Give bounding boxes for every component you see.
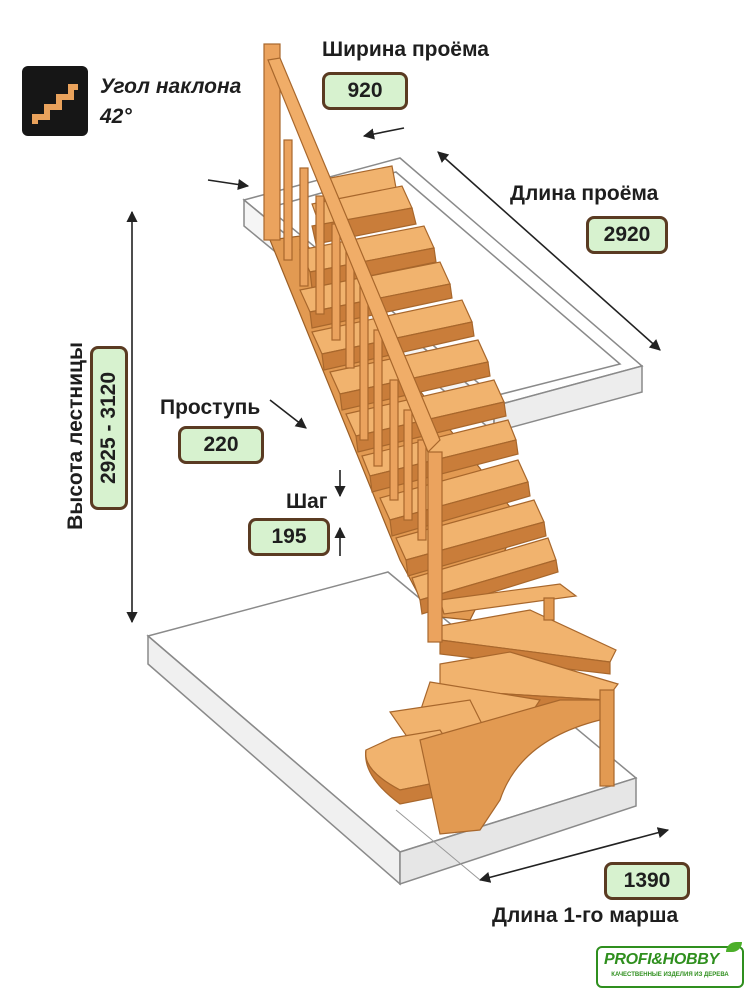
tread-value: 220 — [178, 426, 264, 464]
tread-label: Проступь — [160, 396, 261, 419]
winder-and-lower-flight — [365, 583, 619, 835]
leaf-icon — [726, 942, 742, 952]
opening-width-label: Ширина проёма — [322, 38, 489, 61]
step-label: Шаг — [286, 490, 328, 513]
brand-name: PROFI&HOBBY — [604, 951, 719, 968]
angle-value: 42° — [100, 105, 132, 128]
stairs-icon — [22, 66, 88, 136]
angle-title: Угол наклона — [100, 75, 242, 98]
railing — [263, 43, 443, 643]
flight-length-label: Длина 1-го марша — [492, 904, 679, 927]
stair-height-value: 2925 - 3120 — [90, 346, 128, 510]
brand-logo: PROFI&HOBBY КАЧЕСТВЕННЫЕ ИЗДЕЛИЯ ИЗ ДЕРЕ… — [596, 942, 744, 988]
flight-length-value: 1390 — [604, 862, 690, 900]
angle-label: Угол наклона 42° — [100, 72, 241, 132]
brand-tagline: КАЧЕСТВЕННЫЕ ИЗДЕЛИЯ ИЗ ДЕРЕВА — [611, 972, 729, 978]
stair-height-value-text: 2925 - 3120 — [97, 371, 121, 485]
opening-length-value: 2920 — [586, 216, 668, 254]
opening-width-value: 920 — [322, 72, 408, 110]
stair-height-label: Высота лестницы — [64, 342, 87, 530]
dimension-lines — [126, 127, 670, 883]
step-value: 195 — [248, 518, 330, 556]
opening-length-label: Длина проёма — [510, 182, 659, 205]
